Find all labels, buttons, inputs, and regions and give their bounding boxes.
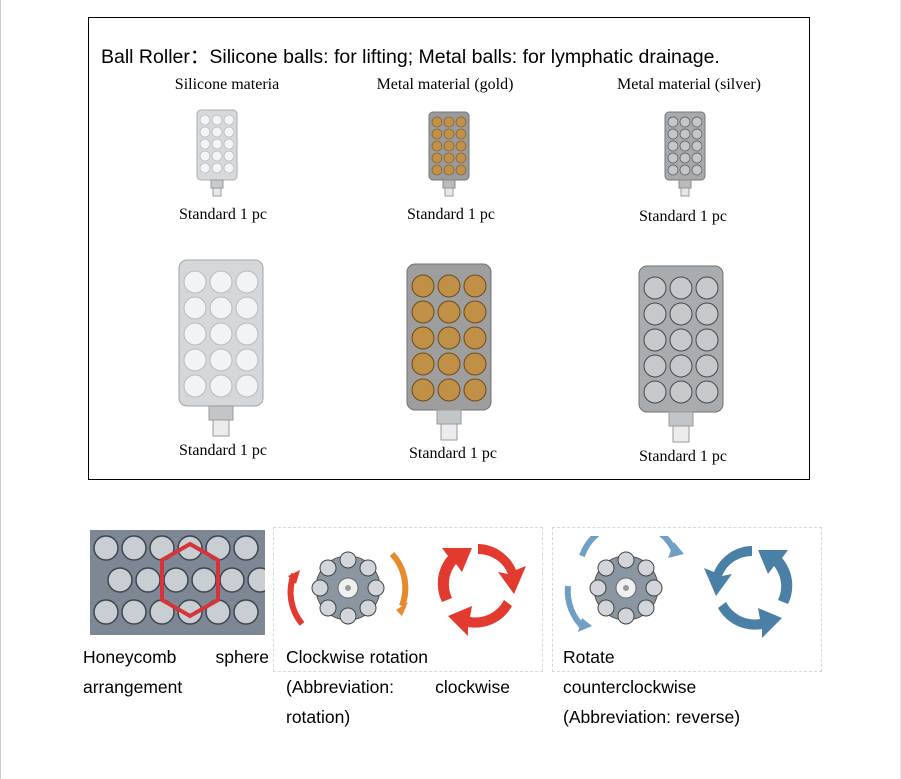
- clockwise-line-3: rotation): [286, 707, 351, 727]
- clockwise-text: Clockwise rotation (Abbreviation: clockw…: [286, 642, 510, 732]
- small-gold-caption: Standard 1 pc: [407, 206, 495, 223]
- large-silver-caption: Standard 1 pc: [639, 448, 727, 465]
- counterclockwise-line-2: counterclockwise: [563, 677, 697, 697]
- small-silicone-roller-image: [196, 109, 238, 197]
- counterclockwise-line-3: (Abbreviation: reverse): [563, 707, 741, 727]
- column-header-silver: Metal material (silver): [617, 76, 761, 93]
- large-silver-roller-image: [638, 265, 724, 443]
- clockwise-bearing-image: [287, 551, 409, 626]
- honeycomb-word: Honeycomb: [83, 647, 177, 667]
- product-panel: Ball Roller：Silicone balls: for lifting;…: [88, 17, 810, 480]
- counterclockwise-arrow-icon: [704, 546, 793, 638]
- column-header-gold: Metal material (gold): [376, 76, 514, 93]
- clockwise-panel: [273, 527, 543, 672]
- honeycomb-line-2: arrangement: [83, 677, 183, 697]
- counterclockwise-text: Rotate counterclockwise (Abbreviation: r…: [563, 642, 803, 732]
- sphere-word: sphere: [215, 647, 269, 667]
- clockwise-arrow-icon: [437, 544, 526, 636]
- large-gold-caption: Standard 1 pc: [409, 445, 497, 462]
- small-silver-roller-image: [664, 111, 706, 197]
- abbreviation-label: (Abbreviation:: [286, 677, 394, 697]
- counterclockwise-bearing-image: [564, 536, 684, 632]
- small-gold-roller-image: [428, 111, 470, 197]
- panel-title: Ball Roller：Silicone balls: for lifting;…: [101, 46, 720, 68]
- large-silicone-caption: Standard 1 pc: [179, 442, 267, 459]
- page-left-edge: [0, 0, 1, 779]
- large-gold-roller-image: [406, 263, 492, 441]
- counterclockwise-line-1: Rotate: [563, 647, 615, 667]
- column-header-silicone: Silicone materia: [174, 76, 280, 93]
- honeycomb-arrangement-image: [90, 530, 265, 635]
- large-silicone-roller-image: [178, 259, 264, 437]
- small-silicone-caption: Standard 1 pc: [179, 206, 267, 223]
- clockwise-line-1: Clockwise rotation: [286, 647, 428, 667]
- clockwise-word: clockwise: [435, 677, 510, 697]
- honeycomb-text: Honeycomb sphere arrangement: [83, 642, 269, 702]
- clockwise-line-2: (Abbreviation: clockwise: [286, 672, 510, 702]
- counterclockwise-panel: [552, 527, 822, 672]
- small-silver-caption: Standard 1 pc: [639, 208, 727, 225]
- honeycomb-line-1: Honeycomb sphere: [83, 642, 269, 672]
